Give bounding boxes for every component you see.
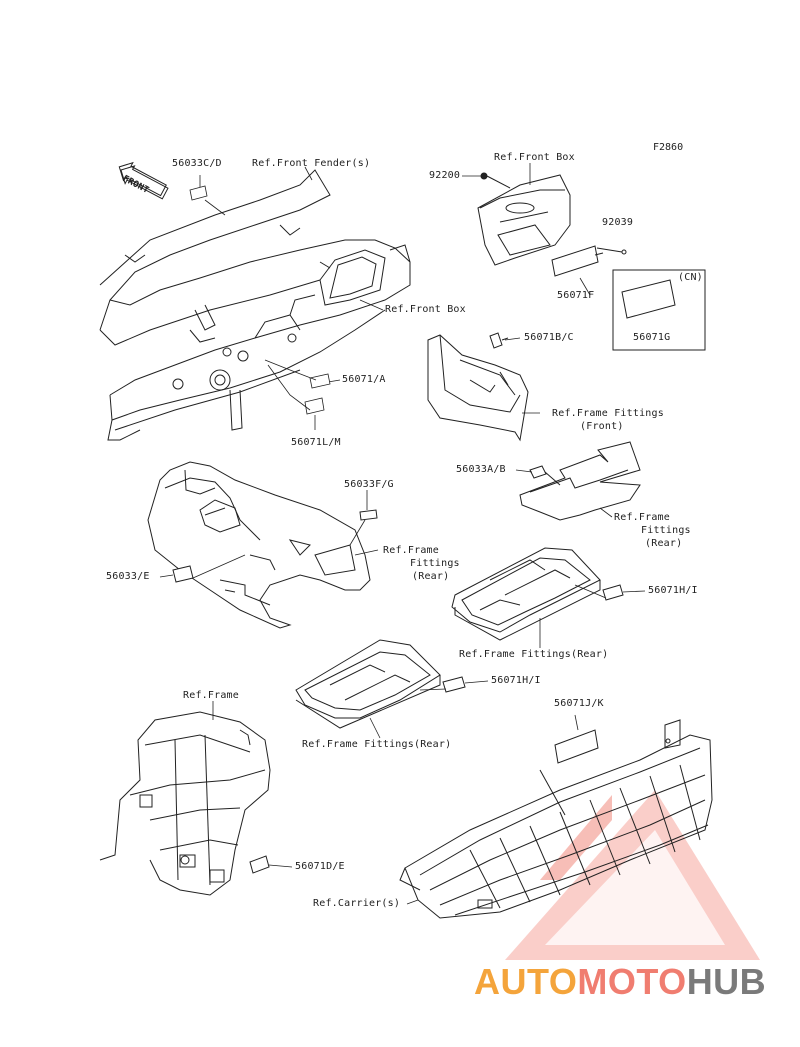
watermark-logo: AUTOMOTOHUB — [474, 961, 766, 1003]
callout-ref-frame-fittings-front-1: Ref.Frame Fittings — [552, 408, 664, 419]
callout-56071g: 56071G — [633, 332, 671, 343]
label-56071f-decal — [551, 245, 604, 277]
frame-fittings-rear-plate — [519, 441, 641, 521]
callout-56071-a: 56071/A — [342, 374, 386, 385]
chassis-frame — [99, 711, 271, 896]
callout-56071b-c: 56071B/C — [524, 332, 574, 343]
callout-92039: 92039 — [602, 217, 634, 228]
callout-ref-frame-fittings-rear-c: Ref.Frame Fittings(Rear) — [459, 649, 609, 660]
rear-fittings-tray-1 — [451, 547, 624, 641]
watermark-part-auto: AUTO — [474, 961, 578, 1002]
callout-ref-frame-fittings-rear-b1: Ref.Frame — [383, 545, 439, 556]
callout-ref-frame-fittings-rear-a1: Ref.Frame — [614, 512, 670, 523]
callout-ref-front-box-top: Ref.Front Box — [494, 152, 575, 163]
watermark-triangle — [505, 790, 760, 960]
callout-ref-frame-fittings-rear-a2: Fittings — [641, 525, 691, 536]
label-56071g-decal — [621, 279, 676, 319]
callout-56071f: 56071F — [557, 290, 595, 301]
rear-fittings-tray-2 — [295, 639, 466, 729]
callout-ref-frame-fittings-rear-d: Ref.Frame Fittings(Rear) — [302, 739, 452, 750]
callout-56033c-d: 56033C/D — [172, 158, 222, 169]
callout-ref-frame-fittings-front-2: (Front) — [580, 421, 624, 432]
callout-56033f-g: 56033F/G — [344, 479, 394, 490]
callout-ref-carriers: Ref.Carrier(s) — [313, 898, 401, 909]
callout-56071h-i-1: 56071H/I — [648, 585, 698, 596]
callout-ref-front-fender: Ref.Front Fender(s) — [252, 158, 371, 169]
rear-carrier-bed — [399, 719, 713, 919]
callout-cn: (CN) — [678, 272, 703, 283]
callout-56071j-k: 56071J/K — [554, 698, 604, 709]
leader-lines — [159, 163, 646, 905]
callout-ref-frame-fittings-rear-b2: Fittings — [410, 558, 460, 569]
front-box-top-right — [477, 172, 627, 266]
cn-callout-box — [612, 269, 706, 351]
callout-56033a-b: 56033A/B — [456, 464, 506, 475]
callout-ref-frame-fittings-rear-a3: (Rear) — [645, 538, 683, 549]
callout-56071h-i-2: 56071H/I — [491, 675, 541, 686]
callout-ref-frame: Ref.Frame — [183, 690, 239, 701]
callout-56033-e: 56033/E — [106, 571, 150, 582]
front-arrow — [118, 161, 169, 200]
callout-92200: 92200 — [429, 170, 461, 181]
figure-code: F2860 — [653, 142, 684, 153]
front-fender-dash-assembly — [99, 169, 411, 441]
callout-ref-frame-fittings-rear-b3: (Rear) — [412, 571, 450, 582]
rear-body-panel — [147, 461, 378, 629]
callout-56071d-e: 56071D/E — [295, 861, 345, 872]
callout-ref-front-box-mid: Ref.Front Box — [385, 304, 466, 315]
frame-fittings-front — [427, 332, 529, 442]
watermark-part-hub: HUB — [686, 961, 767, 1002]
callout-56071l-m: 56071L/M — [291, 437, 341, 448]
watermark-part-moto: MOTO — [577, 961, 687, 1002]
